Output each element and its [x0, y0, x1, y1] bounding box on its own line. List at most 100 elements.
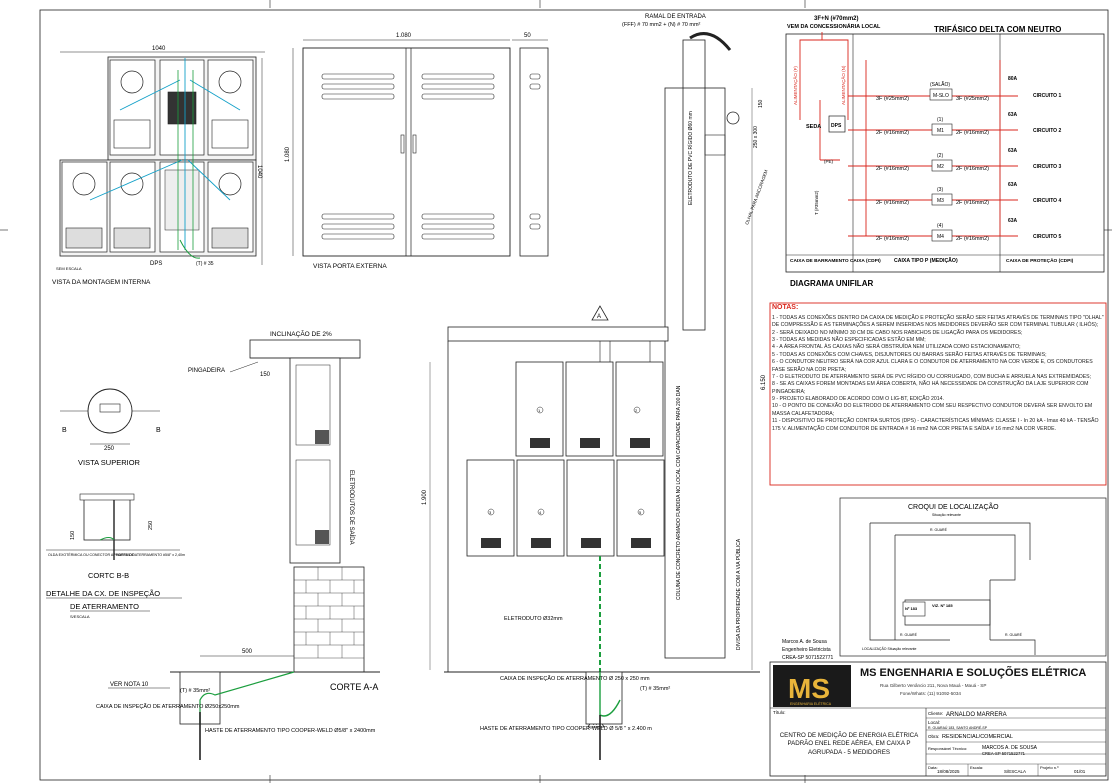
coluna-label: COLUNA DE CONCRETO ARMADO FUNDIDA NO LOC…: [676, 385, 682, 600]
dim-250-bb: 250: [148, 521, 154, 530]
local-label: Local:: [928, 720, 940, 725]
data-label: Data:: [928, 765, 938, 770]
detalhe-title-1: DETALHE DA CX. DE INSPEÇÃO: [46, 589, 160, 598]
row3-circuit: CIRCUITO 3: [1033, 164, 1061, 170]
dim-height-porta: 1.080: [285, 146, 291, 162]
dim-width-montagem: 1040: [152, 46, 166, 52]
notes-block: NOTAS: 1 - TODAS AS CONEXÕES DENTRO DA C…: [772, 303, 1106, 485]
dps-label: DPS: [150, 261, 162, 267]
dim-6150: 6.150: [761, 374, 767, 390]
row5-left: 2F (#16mm2): [876, 236, 909, 242]
note-left-bb: OLDA EXOTÉRMICA OU CONECTOR APROPRIADO: [48, 552, 135, 557]
row5-meter: M4: [937, 234, 944, 240]
croqui-lot1: Nº 183: [905, 606, 918, 611]
logo-text: MS: [788, 673, 830, 704]
haste-aa: HASTE DE ATERRAMENTO TIPO COOPER-WELD Ø5…: [205, 728, 376, 734]
notes-title: NOTAS:: [772, 304, 799, 311]
obra-value: RESIDENCIAL/COMERCIAL: [942, 734, 1013, 740]
eletroduto-label: ELETRODUTO Ø32mm: [504, 616, 563, 622]
note-item: 6 - O CONDUTOR NEUTRO SERÁ NA COR AZUL C…: [772, 359, 1093, 373]
signature-name: Marcos A. de Sousa: [782, 639, 827, 645]
signature-role: Engenheiro Eletricista: [782, 647, 831, 653]
row4-tag: (3): [937, 187, 943, 193]
unifilar-entry: 3F+N (#70mm2): [814, 16, 859, 22]
croqui-street2: R. GUARÉ: [900, 632, 918, 637]
title-porta: VISTA PORTA EXTERNA: [313, 263, 387, 270]
alim-n: ALIMENTAÇÃO (N): [840, 65, 846, 105]
dps-unifilar: DPS: [831, 123, 842, 129]
haste-fachada: HASTE DE ATERRAMENTO TIPO COOPER-WELD Ø …: [480, 726, 652, 732]
note-item: 8 - SE AS CAIXAS FOREM MONTADAS EM ÁREA …: [772, 381, 1089, 395]
pingadeira-label: PINGADEIRA: [188, 368, 225, 374]
dim-side-porta: 50: [524, 33, 531, 39]
inclinacao-label: INCLINAÇÃO DE 2%: [270, 329, 332, 338]
unifilar-row-2: 2F (#16mm2) (1) M1 2F (#16mm2) 63A CIRCU…: [876, 112, 1061, 136]
alim-f: ALIMENTAÇÃO (F): [792, 66, 798, 105]
title-label: Título:: [773, 710, 786, 715]
croqui-sub: Situação relevante: [932, 513, 961, 517]
company-phone: Fone/Whats: (11) 91092-5034: [900, 691, 961, 696]
meter-tag-1: 1: [538, 408, 541, 413]
ramal-spec: (FFF) # 70 mm2 + (N) # 70 mm²: [622, 22, 701, 28]
row2-right: 2F (#16mm2): [956, 130, 989, 136]
unifilar-entry-sub: VEM DA CONCESSIONÁRIA LOCAL: [787, 23, 881, 30]
row3-breaker: 63A: [1008, 148, 1018, 154]
row4-meter: M3: [937, 198, 944, 204]
meter-tag-3: 3: [489, 510, 492, 515]
note-item: 3 - TODAS AS MEDIDAS NÃO ESPECIFICADAS E…: [772, 337, 926, 344]
note-item: 4 - A ÁREA FRONTAL ÀS CAIXAS NÃO SERÁ OB…: [772, 344, 1021, 351]
caixa-inspecao-aa: CAIXA DE INSPEÇÃO DE ATERRAMENTO Ø250x25…: [96, 703, 240, 710]
unifilar-title: DIAGRAMA UNIFILAR: [790, 279, 873, 288]
caixa-inspecao-fachada: CAIXA DE INSPEÇÃO DE ATERRAMENTO Ø 250 x…: [500, 675, 650, 682]
sheet-border: [39, 9, 1109, 781]
seda-label: SEDA: [806, 124, 821, 130]
row1-meter: M-SLO: [933, 93, 949, 99]
croqui-legend: LOCALIZAÇÃO Situação relevante: [862, 646, 917, 651]
view-unifilar: 3F+N (#70mm2) VEM DA CONCESSIONÁRIA LOCA…: [785, 16, 1105, 288]
note-item: 5 - TODAS AS CONEXÕES COM CHAVES, DISJUN…: [772, 351, 1047, 358]
title-superior: VISTA SUPERIOR: [78, 458, 141, 467]
note-item: 11 - DISPOSITIVO DE PROTEÇÃO CONTRA SURT…: [772, 418, 1099, 432]
footer-1: CAIXA DE BARRAMENTO CAIXA (CDPI): [790, 258, 881, 264]
footer-2: CAIXA TIPO P (MEDIÇÃO): [894, 257, 958, 264]
row5-right: 2F (#16mm2): [956, 236, 989, 242]
croqui-street3: R. GUARÉ: [1005, 632, 1023, 637]
dim-250-fachada: 250 x 300: [753, 126, 759, 148]
croqui-lot2: VIZ. Nº 185: [932, 603, 953, 608]
row4-circuit: CIRCUITO 4: [1033, 198, 1061, 204]
croqui-street1: R. GUARÉ: [930, 527, 948, 532]
row1-left: 3F (#25mm2): [876, 96, 909, 102]
view-superior: B B 250 VISTA SUPERIOR: [60, 388, 161, 467]
signature-crea: CREA-SP 5071522771: [782, 655, 834, 661]
row3-left: 2F (#16mm2): [876, 166, 909, 172]
row1-right: 3F (#25mm2): [956, 96, 989, 102]
meter-tag-2: 2: [635, 408, 638, 413]
divisa-label: DIVISA DA PROPRIEDADE COM A VIA PÚBLICA: [735, 538, 742, 650]
row5-tag: (4): [937, 223, 943, 229]
projeto-label: Projeto n.º: [1040, 765, 1059, 770]
view-corte-aa: INCLINAÇÃO DE 2% PINGADEIRA 150 ELETRODU…: [96, 329, 380, 760]
row2-circuit: CIRCUITO 2: [1033, 128, 1061, 134]
dim-1900: 1.900: [422, 489, 428, 505]
title-block: MS ENGENHARIA ELÉTRICA Título: Cliente: …: [769, 661, 1107, 777]
unifilar-row-5: 2F (#16mm2) (4) M4 2F (#16mm2) 63A CIRCU…: [876, 218, 1061, 242]
cliente-value: ARNALDO MARRERA: [946, 712, 1007, 718]
row3-tag: (2): [937, 153, 943, 159]
view-corte-bb: 150 250 OLDA EXOTÉRMICA OU CONECTOR APRO…: [46, 493, 185, 619]
unifilar-row-4: 2F (#16mm2) (3) M3 2F (#16mm2) 63A CIRCU…: [876, 182, 1061, 206]
company-name: MS ENGENHARIA E SOLUÇÕES ELÉTRICA: [860, 667, 1087, 679]
scale-montagem: SEM ESCALA: [56, 266, 82, 271]
resp-crea: CREA-SP 5071522771: [982, 751, 1026, 756]
row4-left: 2F (#16mm2): [876, 200, 909, 206]
unifilar-subtitle: TRIFÁSICO DELTA COM NEUTRO: [934, 25, 1061, 34]
escala-label: Escala:: [970, 765, 983, 770]
dim-250-superior: 250: [104, 446, 115, 452]
ground-label-montagem: (T) # 35: [196, 261, 214, 267]
drawing-title: CENTRO DE MEDIÇÃO DE ENERGIA ELÉTRICA PA…: [779, 732, 919, 756]
ver-nota-label: VER NOTA 10: [110, 682, 149, 688]
terra-label: T (#35mm2): [814, 190, 819, 215]
resp-label: Responsável Técnico:: [928, 746, 967, 751]
detalhe-title-2: DE ATERRAMENTO: [70, 602, 139, 611]
row4-breaker: 63A: [1008, 182, 1018, 188]
obra-label: Obra:: [928, 734, 939, 739]
